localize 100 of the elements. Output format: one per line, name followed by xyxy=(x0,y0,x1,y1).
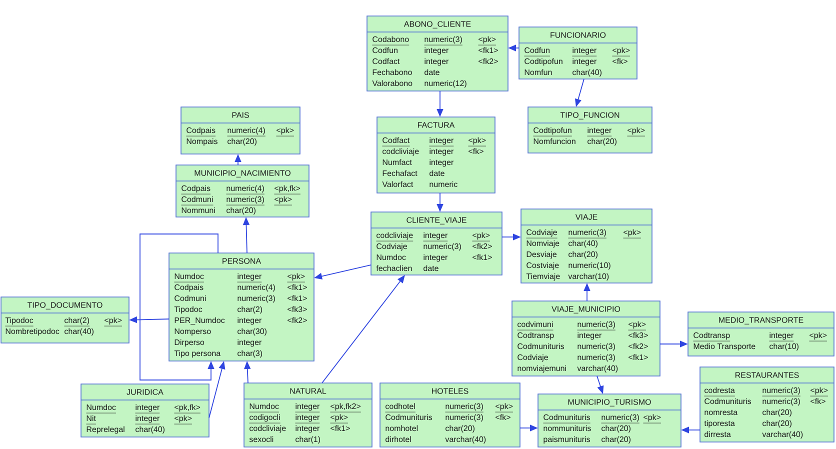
key-tag: <pk> xyxy=(274,196,292,206)
column-name: Tipodoc xyxy=(5,317,34,326)
key-tag: <fk1> xyxy=(288,295,307,301)
column-name: PER_Numdoc xyxy=(174,317,225,325)
data-type: integer xyxy=(135,415,160,424)
data-type: integer xyxy=(238,339,262,347)
column-name: Nomfun xyxy=(524,69,552,76)
column-name: Nombretipodoc xyxy=(6,328,60,336)
column-name: codcliviaje xyxy=(250,425,286,433)
key-tag: <fk> xyxy=(496,414,510,420)
data-type: char(20) xyxy=(762,409,792,417)
column-name: Numfact xyxy=(382,159,412,166)
column-name: codresta xyxy=(704,387,736,396)
data-type: varchar(10) xyxy=(568,273,609,281)
data-type: numeric xyxy=(430,181,458,188)
column-name: codvimuni xyxy=(517,321,554,330)
data-type: char(1) xyxy=(296,436,320,444)
column-name: Codfun xyxy=(372,47,398,54)
key-tag: <fk3> xyxy=(288,306,307,312)
data-type: integer xyxy=(423,232,448,242)
data-type: integer xyxy=(238,317,262,325)
key-tag: <pk> xyxy=(643,414,662,424)
column-name: Codtipofun xyxy=(533,127,572,136)
column-name: Codpais xyxy=(174,284,204,292)
key-tag: <pk> xyxy=(174,415,192,424)
data-type: char(20) xyxy=(226,207,256,215)
key-tag: <pk> xyxy=(623,229,642,238)
column-name: Dirperso xyxy=(174,339,204,347)
key-tag: <pk> xyxy=(287,273,306,282)
key-tag: <fk1> xyxy=(330,425,350,431)
key-tag: <fk> xyxy=(612,58,628,64)
data-type: char(40) xyxy=(568,240,598,248)
key-tag: <fk2> xyxy=(472,243,492,249)
key-tag: <fk2> xyxy=(628,343,648,349)
data-type: integer xyxy=(587,127,612,136)
data-type: char(3) xyxy=(238,350,262,358)
column-name: Codmuni xyxy=(174,295,206,302)
data-type: numeric(3) xyxy=(424,243,461,251)
column-name: Codviaje xyxy=(518,354,548,362)
column-name: Codmunituris xyxy=(518,343,564,350)
column-name: Nomfuncion xyxy=(534,138,576,144)
column-name: Desviaje xyxy=(526,251,557,259)
column-name: Valorabono xyxy=(372,80,412,86)
key-tag: <pk> xyxy=(104,317,122,326)
column-name: paismunituris xyxy=(544,436,590,444)
data-type: integer xyxy=(430,159,454,167)
data-type: char(20) xyxy=(602,425,630,433)
column-name: Codtransp xyxy=(693,332,730,342)
column-name: Codviaje xyxy=(526,229,558,238)
data-type: integer xyxy=(135,404,160,414)
column-name: Codtipofun xyxy=(524,58,562,66)
key-tag: <fk3> xyxy=(628,332,648,338)
column-name: Codtransp xyxy=(518,332,554,340)
data-type: integer xyxy=(296,425,320,433)
column-name: Numdoc xyxy=(376,254,406,260)
column-name: tiporesta xyxy=(704,420,735,428)
data-type: integer xyxy=(430,148,454,156)
column-name: Numdoc xyxy=(249,403,280,412)
key-tag: <pk> xyxy=(478,36,496,46)
data-type: char(10) xyxy=(770,343,798,351)
column-name: codcliviaje xyxy=(382,148,419,156)
column-name: Fechafact xyxy=(382,170,418,176)
data-type: integer xyxy=(424,58,449,66)
data-type: integer xyxy=(295,414,320,424)
data-type: varchar(40) xyxy=(577,365,618,373)
key-tag: <fk1> xyxy=(478,47,498,53)
column-name: Numdoc xyxy=(174,273,204,282)
data-type: integer xyxy=(769,332,794,342)
data-type: char(2) xyxy=(238,306,262,314)
data-type: date xyxy=(430,170,444,176)
column-name: Tiemviaje xyxy=(526,273,560,281)
column-name: Nompais xyxy=(186,138,218,146)
column-name: Codpais xyxy=(181,185,211,194)
column-name: Valorfact xyxy=(382,181,414,188)
column-name: nomviajemuni xyxy=(518,365,566,373)
column-name: Codfun xyxy=(524,47,550,56)
data-type: integer xyxy=(572,58,597,66)
column-name: fechaclien xyxy=(376,265,412,272)
key-tag: <fk> xyxy=(468,148,484,154)
key-tag: <pk> xyxy=(628,321,646,330)
column-name: dirhotel xyxy=(386,436,411,442)
data-type: char(20) xyxy=(588,138,616,146)
column-name: Nit xyxy=(86,415,96,424)
data-type: numeric(3) xyxy=(226,196,265,206)
column-name: Nomperso xyxy=(174,328,211,336)
column-name: codigocli xyxy=(249,414,281,424)
data-type: date xyxy=(424,265,438,272)
key-tag: <pk> xyxy=(495,403,514,412)
data-type: char(40) xyxy=(64,328,94,336)
key-tag: <pk> xyxy=(627,127,646,136)
key-tag: <fk1> xyxy=(288,284,307,290)
data-type: numeric(3) xyxy=(238,295,275,303)
data-type: numeric(3) xyxy=(446,414,483,422)
column-name: Codmunituris xyxy=(704,398,752,404)
key-tag: <pk> xyxy=(810,387,828,396)
column-name: sexocli xyxy=(249,436,274,442)
data-type: numeric(12) xyxy=(424,80,466,88)
data-type: numeric(3) xyxy=(424,36,463,46)
data-type: char(40) xyxy=(136,426,164,434)
key-tag: <fk1> xyxy=(472,254,492,260)
